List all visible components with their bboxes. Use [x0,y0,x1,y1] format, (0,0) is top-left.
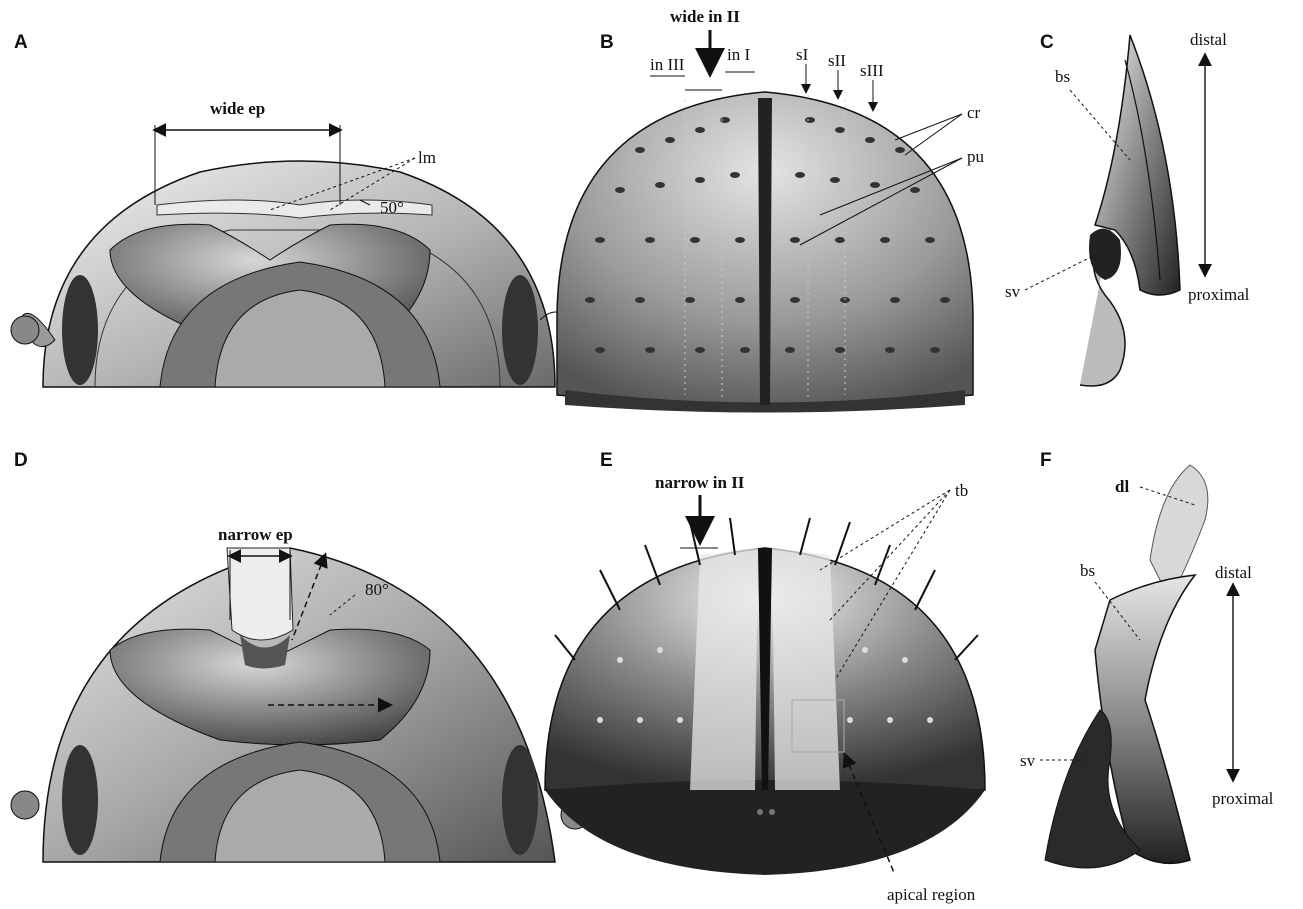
panel-a: A wide ep lm 50° [11,32,589,387]
panel-d: D narrow ep 80° [11,450,589,862]
si-label: sI [796,45,809,64]
panel-letter-e: E [600,450,613,471]
panel-letter-d: D [14,450,28,471]
angle-80-label: 80° [365,580,389,599]
head-a-illustration [11,161,589,387]
panel-f: F distal proximal dl bs sv [1020,450,1274,868]
bs-label-f: bs [1080,561,1095,580]
proximal-label-c: proximal [1188,285,1250,304]
panel-c: C distal proximal bs sv [1005,30,1250,386]
narrow-ep-label: narrow ep [218,525,293,544]
sii-label: sII [828,51,846,70]
distal-label-f: distal [1215,563,1252,582]
lm-label: lm [418,148,436,167]
aedeagus-c-illustration [1080,35,1180,386]
proximal-label-f: proximal [1212,789,1274,808]
panel-letter-f: F [1040,450,1052,471]
panel-letter-b: B [600,32,614,53]
angle-50-label: 50° [380,198,404,217]
siii-label: sIII [860,61,884,80]
bs-label-c: bs [1055,67,1070,86]
sv-label-f: sv [1020,751,1036,770]
distal-label-c: distal [1190,30,1227,49]
pu-label: pu [967,147,985,166]
wide-ep-label: wide ep [210,99,265,118]
panel-e: E narrow in II [545,450,985,904]
elytra-e-illustration [545,518,985,875]
aedeagus-f-illustration [1045,465,1208,868]
panel-letter-c: C [1040,32,1054,53]
dl-label: dl [1115,477,1129,496]
wide-in-ii-label: wide in II [670,7,740,26]
sv-label-c: sv [1005,282,1021,301]
elytra-b-illustration [557,92,973,413]
narrow-in-ii-label: narrow in II [655,473,745,492]
tb-label: tb [955,481,968,500]
cr-label: cr [967,103,981,122]
panel-letter-a: A [14,32,28,53]
apical-region-label: apical region [887,885,976,904]
panel-b: B [557,7,985,413]
in-i-label: in I [727,45,750,64]
in-iii-label: in III [650,55,685,74]
